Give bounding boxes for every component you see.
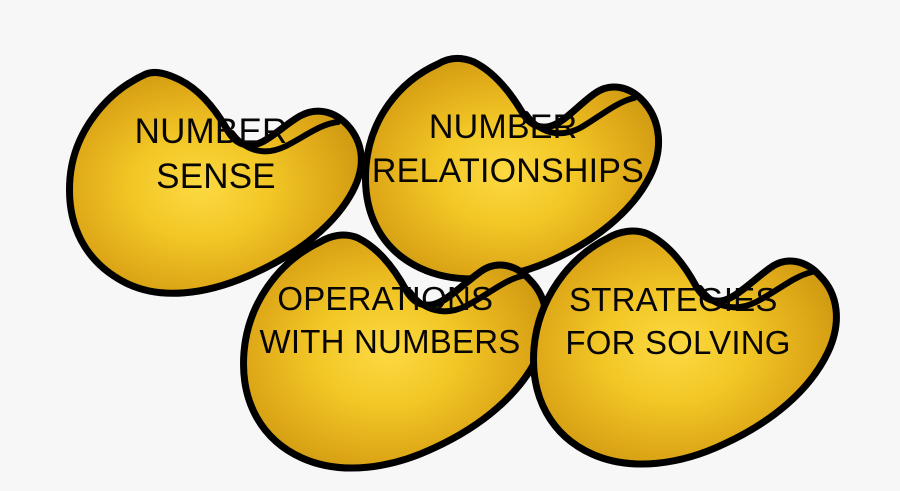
bean-number-sense-line-1: NUMBER xyxy=(135,112,288,151)
bean-strategies-for-solving-line-2: FOR SOLVING xyxy=(565,324,790,361)
bean-number-relationships-line-2: RELATIONSHIPS xyxy=(372,152,644,190)
bean-operations-with-numbers[interactable]: OPERATIONS WITH NUMBERS xyxy=(244,235,547,468)
bean-strategies-for-solving-line-1: STRATEGIES xyxy=(569,281,778,318)
bean-operations-with-numbers-line-2: WITH NUMBERS xyxy=(260,323,521,360)
bean-number-sense-line-2: SENSE xyxy=(156,157,276,196)
bean-number-relationships-line-1: NUMBER xyxy=(429,108,578,146)
bean-operations-with-numbers-line-1: OPERATIONS xyxy=(277,280,493,317)
bean-strategies-for-solving[interactable]: STRATEGIES FOR SOLVING xyxy=(534,231,837,464)
